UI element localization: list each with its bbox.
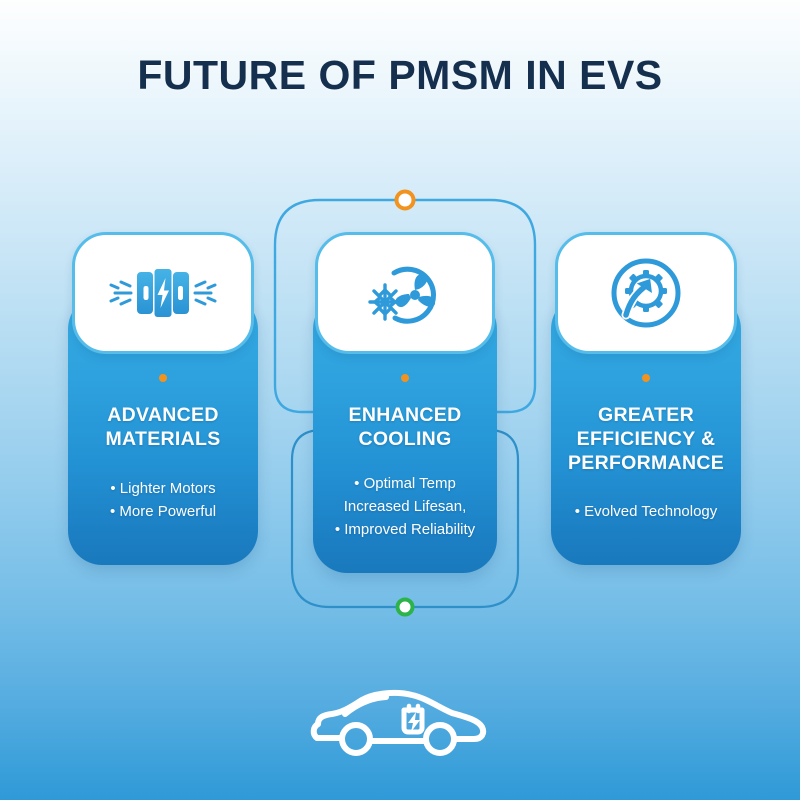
icon-box-enhanced-cooling [315, 232, 495, 354]
card-accent-dot-enhanced-cooling [401, 374, 409, 382]
snowflake-fan-icon [368, 266, 437, 324]
list-item: • More Powerful [109, 503, 217, 520]
card-accent-dot-advanced-materials [159, 374, 167, 382]
page-title: FUTURE OF PMSM IN EVS [137, 52, 663, 98]
bullet-marker: • [574, 503, 585, 520]
list-item: • Optimal Temp Increased Lifesan, [343, 475, 467, 515]
card-bullets-enhanced-cooling: • Optimal Temp Increased Lifesan, • Impr… [309, 472, 501, 541]
bullet-marker: • [334, 521, 345, 538]
top-node-ring [394, 189, 416, 211]
card-accent-dot-greater-efficiency-performance [642, 374, 650, 382]
gear-arrow-circle-icon [611, 258, 681, 328]
card-heading-greater-efficiency-performance: GREATER EFFICIENCY & PERFORMANCE [567, 404, 725, 474]
bullet-marker: • [110, 480, 120, 497]
list-item: • Lighter Motors [110, 480, 216, 497]
card-heading-advanced-materials: ADVANCED MATERIALS [105, 404, 221, 450]
bullet-marker: • [109, 503, 120, 520]
bullet-marker: • [354, 475, 364, 492]
card-bullets-advanced-materials: • Lighter Motors • More Powerful [68, 477, 258, 523]
card-bullets-greater-efficiency-performance: • Evolved Technology [549, 500, 743, 523]
icon-box-advanced-materials [72, 232, 254, 354]
card-heading-enhanced-cooling: ENHANCED COOLING [348, 404, 462, 450]
electric-car-icon [310, 689, 487, 756]
bottom-node-ring [395, 597, 415, 617]
ev-motor-battery-bolt-icon [109, 269, 217, 317]
list-item: • Evolved Technology [574, 503, 718, 520]
icon-box-greater-efficiency-performance [555, 232, 737, 354]
list-item: • Improved Reliability [334, 521, 476, 538]
